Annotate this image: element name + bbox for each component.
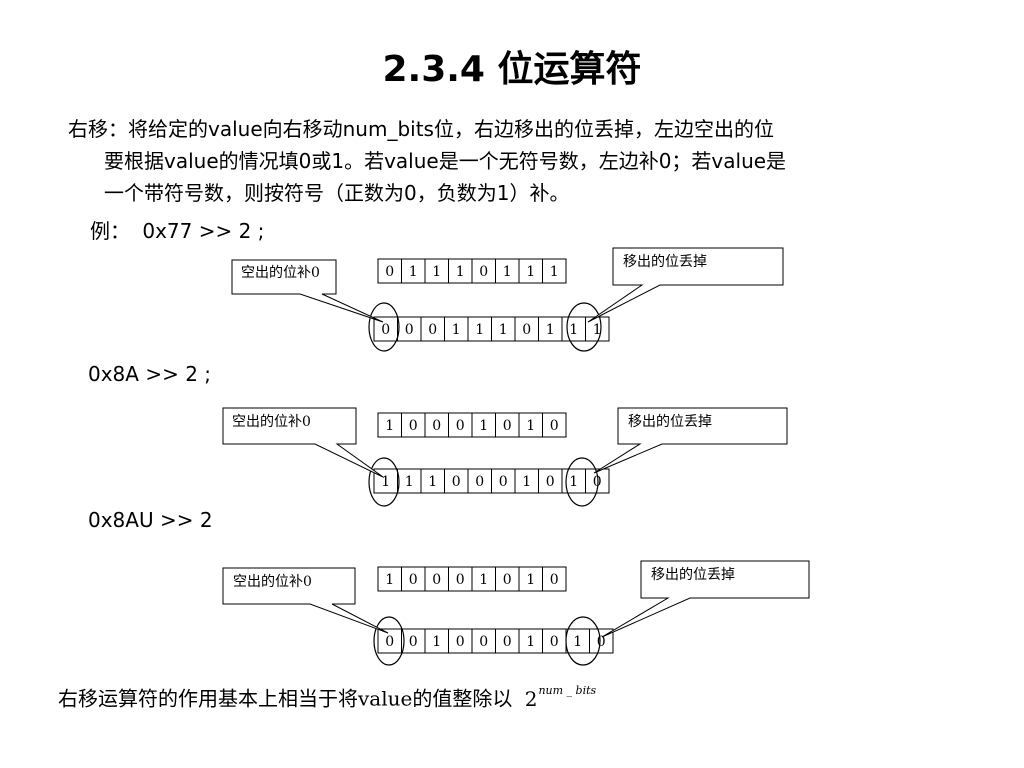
output-bit-value: 1 <box>381 474 390 490</box>
example-3-expression: 0x8AU >> 2 <box>88 508 213 532</box>
input-bit-value: 0 <box>550 572 559 588</box>
output-bit-value: 0 <box>475 474 484 490</box>
output-bit-value: 0 <box>479 634 488 650</box>
input-bit-value: 0 <box>409 418 418 434</box>
example-prefix: 例： <box>90 219 130 243</box>
conclusion-line: 右移运算符的作用基本上相当于将value的值整除以 2num _ bits <box>58 682 596 712</box>
input-bit-cell <box>542 566 567 592</box>
output-bit-value: 0 <box>405 322 414 338</box>
right-callout-text: 移出的位丢掉 <box>623 254 707 270</box>
input-bit-value: 0 <box>385 264 394 280</box>
input-bit-value: 0 <box>550 418 559 434</box>
input-bit-value: 1 <box>526 572 535 588</box>
input-bit-value: 1 <box>385 418 394 434</box>
input-bit-value: 1 <box>432 264 441 280</box>
dropped-bits-circle <box>565 616 601 666</box>
output-bit-value: 1 <box>526 634 535 650</box>
output-bit-value: 1 <box>522 474 531 490</box>
conclusion-power: 2num _ bits <box>524 684 597 711</box>
output-bit-value: 0 <box>597 634 606 650</box>
output-bit-value: 0 <box>409 634 418 650</box>
filled-bits-circle <box>368 302 400 352</box>
input-bit-cell <box>542 412 567 438</box>
example-1-line: 例： 0x77 >> 2 ; <box>90 218 264 244</box>
input-bit-value: 0 <box>456 418 465 434</box>
output-bit-value: 0 <box>593 474 602 490</box>
output-bit-value: 1 <box>452 322 461 338</box>
input-bit-cell <box>542 258 567 284</box>
input-bit-value: 1 <box>385 572 394 588</box>
output-bit-value: 0 <box>381 322 390 338</box>
input-bit-value: 0 <box>432 572 441 588</box>
output-bit-value: 1 <box>432 634 441 650</box>
left-callout-box <box>222 407 384 478</box>
filled-bits-circle <box>368 457 400 507</box>
right-callout-text: 移出的位丢掉 <box>651 567 735 583</box>
output-bit-value: 1 <box>569 322 578 338</box>
input-bit-value: 1 <box>479 572 488 588</box>
power-exponent: num _ bits <box>538 684 597 697</box>
example-1-expression: 0x77 >> 2 ; <box>142 219 265 243</box>
input-bit-value: 1 <box>456 264 465 280</box>
input-bit-value: 1 <box>526 264 535 280</box>
input-bit-value: 1 <box>550 264 559 280</box>
output-bit-value: 0 <box>499 474 508 490</box>
conclusion-text: 右移运算符的作用基本上相当于将value的值整除以 <box>58 686 513 711</box>
output-bit-value: 0 <box>546 474 555 490</box>
dropped-bits-circle <box>565 457 599 507</box>
input-bit-value: 1 <box>526 418 535 434</box>
input-bit-value: 0 <box>503 572 512 588</box>
output-bit-value: 1 <box>499 322 508 338</box>
right-callout-box <box>587 247 784 323</box>
input-bit-value: 1 <box>479 418 488 434</box>
output-bit-value: 0 <box>428 322 437 338</box>
power-base: 2 <box>524 686 538 711</box>
left-callout-box <box>231 259 384 323</box>
input-bit-value: 0 <box>409 572 418 588</box>
output-bit-value: 1 <box>573 634 582 650</box>
output-bit-value: 1 <box>546 322 555 338</box>
output-bit-value: 1 <box>475 322 484 338</box>
left-callout-box <box>222 567 389 634</box>
input-bit-value: 0 <box>479 264 488 280</box>
dropped-bits-circle <box>566 302 602 352</box>
slide-title: 2.3.4 位运算符 <box>382 49 642 90</box>
left-callout-text: 空出的位补0 <box>232 414 311 430</box>
output-bit-value: 1 <box>405 474 414 490</box>
output-bit-value: 0 <box>550 634 559 650</box>
example-2-expression: 0x8A >> 2 ; <box>88 362 212 386</box>
output-bit-value: 0 <box>522 322 531 338</box>
input-bit-value: 1 <box>503 264 512 280</box>
input-bit-value: 0 <box>456 572 465 588</box>
filled-bits-circle <box>373 616 405 666</box>
output-bit-value: 0 <box>503 634 512 650</box>
paragraph-line-2: 要根据value的情况填0或1。若value是一个无符号数，左边补0；若valu… <box>104 149 787 173</box>
paragraph-line-3: 一个带符号数，则按符号（正数为0，负数为1）补。 <box>104 181 570 205</box>
input-bit-value: 0 <box>432 418 441 434</box>
left-callout-text: 空出的位补0 <box>233 574 312 590</box>
input-bit-value: 0 <box>503 418 512 434</box>
output-bit-value: 1 <box>428 474 437 490</box>
paragraph-line-1: 右移：将给定的value向右移动num_bits位，右边移出的位丢掉，左边空出的… <box>68 117 774 141</box>
output-bit-value: 0 <box>385 634 394 650</box>
right-callout-text: 移出的位丢掉 <box>628 414 712 430</box>
output-bit-value: 1 <box>593 322 602 338</box>
output-bit-value: 0 <box>456 634 465 650</box>
left-callout-text: 空出的位补0 <box>241 265 320 281</box>
input-bit-value: 1 <box>409 264 418 280</box>
right-callout-box <box>593 407 788 474</box>
right-callout-box <box>601 560 810 638</box>
output-bit-value: 0 <box>452 474 461 490</box>
output-bit-value: 1 <box>569 474 578 490</box>
output-bit-cell <box>585 468 610 494</box>
